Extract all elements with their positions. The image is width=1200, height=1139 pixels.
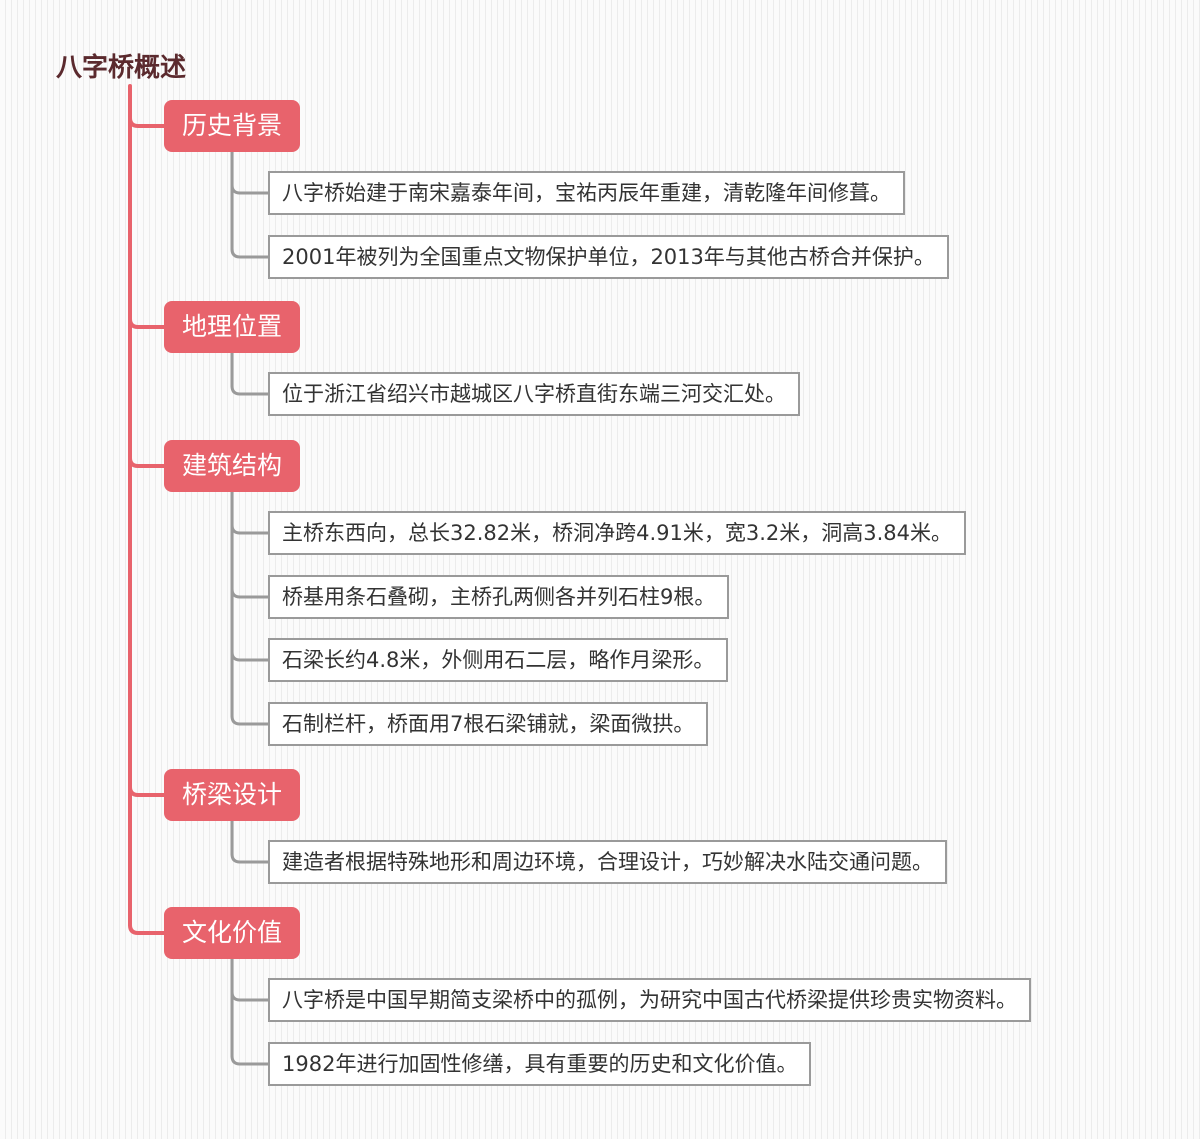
- branch-topic-design[interactable]: 桥梁设计: [164, 769, 300, 821]
- leaf-topic[interactable]: 位于浙江省绍兴市越城区八字桥直街东端三河交汇处。: [268, 372, 800, 416]
- leaf-connector-line: [230, 990, 270, 1002]
- root-topic-title[interactable]: 八字桥概述: [56, 53, 187, 83]
- leaf-topic[interactable]: 石梁长约4.8米，外侧用石二层，略作月梁形。: [268, 638, 729, 682]
- leaf-connector-line: [230, 1054, 270, 1066]
- leaf-topic[interactable]: 建造者根据特殊地形和周边环境，合理设计，巧妙解决水陆交通问题。: [268, 840, 947, 884]
- branch-topic-culture[interactable]: 文化价值: [164, 907, 300, 959]
- leaf-connector-line: [230, 650, 270, 662]
- branch-topic-history[interactable]: 历史背景: [164, 100, 300, 152]
- branch-connector-line: [128, 923, 166, 935]
- branch-connector-line: [128, 456, 166, 468]
- leaf-connector-line: [230, 183, 270, 195]
- leaf-connector-line: [230, 384, 270, 396]
- leaf-topic[interactable]: 八字桥是中国早期简支梁桥中的孤例，为研究中国古代桥梁提供珍贵实物资料。: [268, 978, 1031, 1022]
- leaf-topic[interactable]: 2001年被列为全国重点文物保护单位，2013年与其他古桥合并保护。: [268, 235, 949, 279]
- leaf-connector-line: [230, 247, 270, 259]
- leaf-connector-line: [230, 587, 270, 599]
- leaf-connector-line: [230, 523, 270, 535]
- branch-connector-line: [128, 317, 166, 329]
- leaf-topic[interactable]: 桥基用条石叠砌，主桥孔两侧各并列石柱9根。: [268, 575, 730, 619]
- leaf-topic[interactable]: 主桥东西向，总长32.82米，桥洞净跨4.91米，宽3.2米，洞高3.84米。: [268, 511, 967, 555]
- branch-connector-line: [128, 785, 166, 797]
- leaf-topic[interactable]: 八字桥始建于南宋嘉泰年间，宝祐丙辰年重建，清乾隆年间修葺。: [268, 171, 905, 215]
- branch-topic-location[interactable]: 地理位置: [164, 301, 300, 353]
- branch-topic-structure[interactable]: 建筑结构: [164, 440, 300, 492]
- leaf-topic[interactable]: 1982年进行加固性修缮，具有重要的历史和文化价值。: [268, 1042, 812, 1086]
- branch-connector-line: [128, 116, 166, 128]
- leaf-topic[interactable]: 石制栏杆，桥面用7根石梁铺就，梁面微拱。: [268, 702, 709, 746]
- leaf-connector-line: [230, 852, 270, 864]
- leaf-connector-line: [230, 714, 270, 726]
